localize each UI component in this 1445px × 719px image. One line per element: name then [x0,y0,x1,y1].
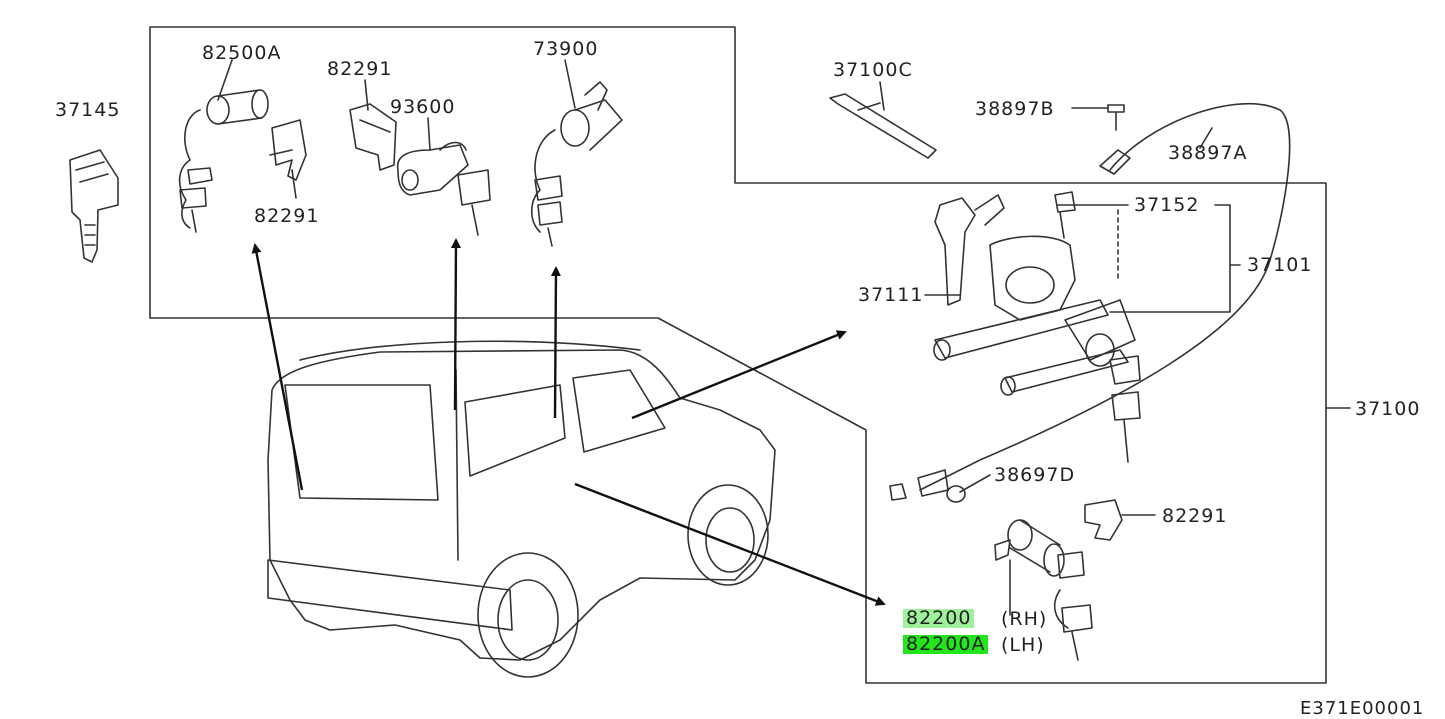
label-37152: 37152 [1134,194,1200,216]
label-82291-mid: 82291 [254,205,320,227]
arrow-cabin-to-steering [631,330,847,420]
steering-lock-assembly-drawing [933,194,1141,463]
lock-93600-drawing [396,141,491,236]
arrow-side-to-93600 [450,238,461,411]
lock-82500A-drawing [178,89,269,233]
diagram-code: E371E00001 [1300,698,1425,719]
bolt-37152-drawing [1054,191,1076,239]
door-lock-82200-drawing [994,519,1093,661]
clip-82291-right-drawing [1084,499,1123,541]
clip-82291-drawing [269,119,307,181]
clip-82291-top-drawing [349,103,397,171]
label-93600: 93600 [390,96,456,118]
label-37145: 37145 [55,99,121,121]
arrow-door-to-82200 [574,482,886,606]
cable-38897A-drawing [919,102,1291,491]
label-82291-top: 82291 [327,58,393,80]
arrows [251,238,886,606]
label-82200-rh: (RH) [1001,608,1048,630]
leader-lines [217,59,1351,616]
label-38897B: 38897B [975,98,1055,120]
cable-37100C-drawing [829,93,937,159]
label-37101: 37101 [1247,254,1313,276]
inset-frame-top [149,26,1327,684]
label-73900: 73900 [533,38,599,60]
lock-73900-drawing [530,81,623,247]
label-82500A: 82500A [202,42,282,64]
parts-38697D-drawing [889,469,966,503]
label-82200A-lh: (LH) [1001,634,1045,656]
label-82200: 82200 [903,609,975,628]
label-38697D: 38697D [994,464,1076,486]
label-82200A: 82200A [903,635,989,654]
arrow-door-to-73900 [550,266,561,419]
label-38897A: 38897A [1168,142,1248,164]
label-37100: 37100 [1355,398,1421,420]
cable-end-drawing [1099,149,1131,175]
arrow-rear-to-82500A [251,243,304,491]
key-37145-drawing [69,149,119,263]
screw-38897B-drawing [1107,104,1125,131]
label-37111: 37111 [858,284,924,306]
label-37100C: 37100C [833,59,913,81]
vehicle-drawing [267,340,776,678]
label-82291-right: 82291 [1162,505,1228,527]
